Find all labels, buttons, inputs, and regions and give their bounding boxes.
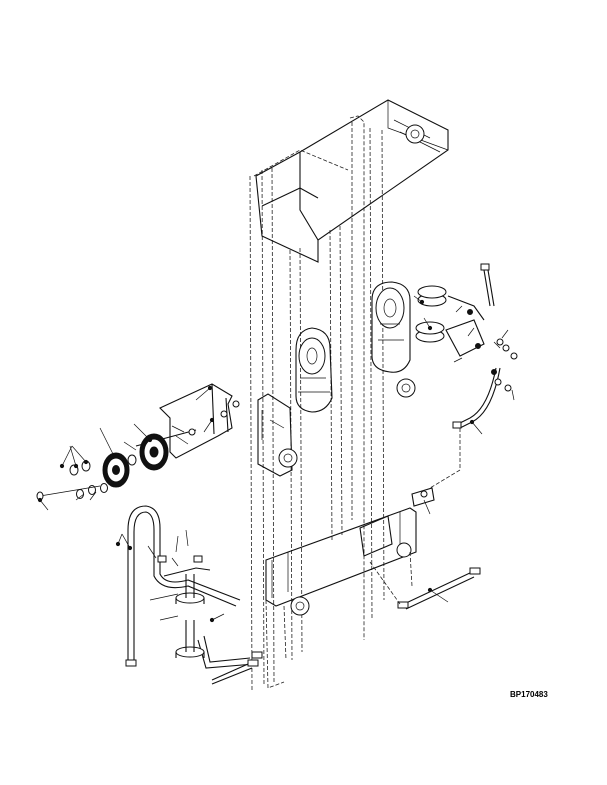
- mast-outer-rail-left: [249, 149, 349, 691]
- mast-inner-rail: [289, 225, 343, 661]
- mast-top-crosshead: [255, 99, 449, 263]
- hose-clamps: [175, 574, 205, 658]
- callout-arrowheads: [37, 299, 475, 623]
- hose-clamp-center: [411, 487, 435, 507]
- lift-chain-sheave-lower: [295, 327, 333, 413]
- hydraulic-hose-loop: [127, 505, 255, 685]
- carriage-bracket: [257, 393, 298, 477]
- drawing-number: BP170483: [510, 690, 548, 699]
- hydraulic-hose-right: [429, 263, 501, 489]
- pulley-mounting-bracket: [159, 383, 240, 459]
- mast-bottom-frame: [265, 551, 413, 689]
- mast-outer-rail-right: [349, 115, 385, 640]
- mast-lower-crosshead: [265, 507, 417, 616]
- pulley-wheel-rear: [139, 433, 169, 471]
- pulley-wheel-front: [102, 452, 130, 488]
- callout-leaders: [39, 295, 515, 621]
- pulley-spacers-and-bearings: [36, 454, 137, 501]
- lift-chain-sheave-upper: [371, 281, 416, 398]
- hose-fittings: [125, 555, 263, 667]
- hose-fittings-right: [491, 338, 518, 392]
- lower-hose-right: [369, 561, 481, 610]
